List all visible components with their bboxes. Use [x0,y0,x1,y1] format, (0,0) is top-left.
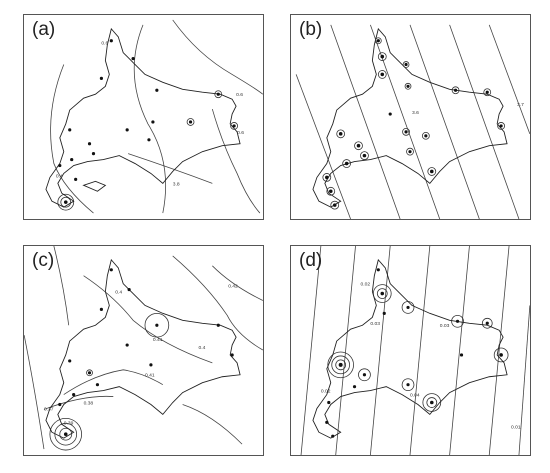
contour-value-labels: 0.6 0.6 0.6 3.8 0.4 [56,41,244,188]
contour-label: 0.6 [236,92,243,98]
map-d: 0.02 0.03 0.02 0.03 0.04 0.01 [300,246,530,455]
panel-label: (a) [32,19,56,40]
contour-value-labels: 0.02 0.03 0.02 0.03 0.04 0.01 [321,282,521,431]
contour-label: 0.39 [64,420,74,426]
contour-label: 0.6 [237,130,244,136]
map-a: 0.6 0.6 0.6 3.8 0.4 [45,19,263,214]
stations [58,268,234,436]
panel-label: (d) [299,250,323,271]
map-panel-d: 0.02 0.03 0.02 0.03 0.04 0.01 (d) [290,245,531,456]
coastline [45,27,241,208]
contour-label: 3.6 [412,110,419,116]
stations [325,268,503,438]
contour-label: 0.41 [145,373,155,379]
coastline [312,27,508,208]
stations [58,39,238,204]
coastline [312,258,508,439]
map-panel-b: 3.6 3.7 (b) [290,14,531,220]
map-b: 3.6 3.7 [295,24,530,219]
contour-label: 0.03 [440,323,450,329]
contour-lines [50,19,263,214]
contour-label: 0.4 [198,345,205,351]
contour-label: 0.42 [228,284,238,290]
contour-label: 0.4 [56,173,63,179]
contour-label: 0.6 [101,41,108,47]
contour-label: 0.41 [153,337,163,343]
map-c: 0.4 0.41 0.42 0.4 0.41 0.37 0.38 0.39 [24,246,263,451]
contour-label: 0.38 [84,400,94,406]
contour-label: 0.4 [115,290,122,296]
coastline [45,258,241,439]
panel-label: (b) [299,19,323,40]
map-panel-a: 0.6 0.6 0.6 3.8 0.4 (a) [23,14,264,220]
contour-label: 0.01 [511,424,521,430]
contour-value-labels: 3.6 3.7 [412,102,524,116]
contour-lines [300,246,530,455]
contour-label: 3.7 [517,102,524,108]
contour-label: 0.04 [410,393,420,399]
contour-label: 0.02 [360,282,370,288]
contour-label: 3.8 [173,181,180,187]
contour-label: 0.02 [321,389,331,395]
map-panel-c: 0.4 0.41 0.42 0.4 0.41 0.37 0.38 0.39 (c… [23,245,264,456]
contour-label: 0.37 [44,406,54,412]
panel-label: (c) [32,250,55,271]
contour-label: 0.03 [370,321,380,327]
contour-lines [24,246,263,451]
contour-value-labels: 0.4 0.41 0.42 0.4 0.41 0.37 0.38 0.39 [44,284,238,427]
stations [322,37,505,210]
